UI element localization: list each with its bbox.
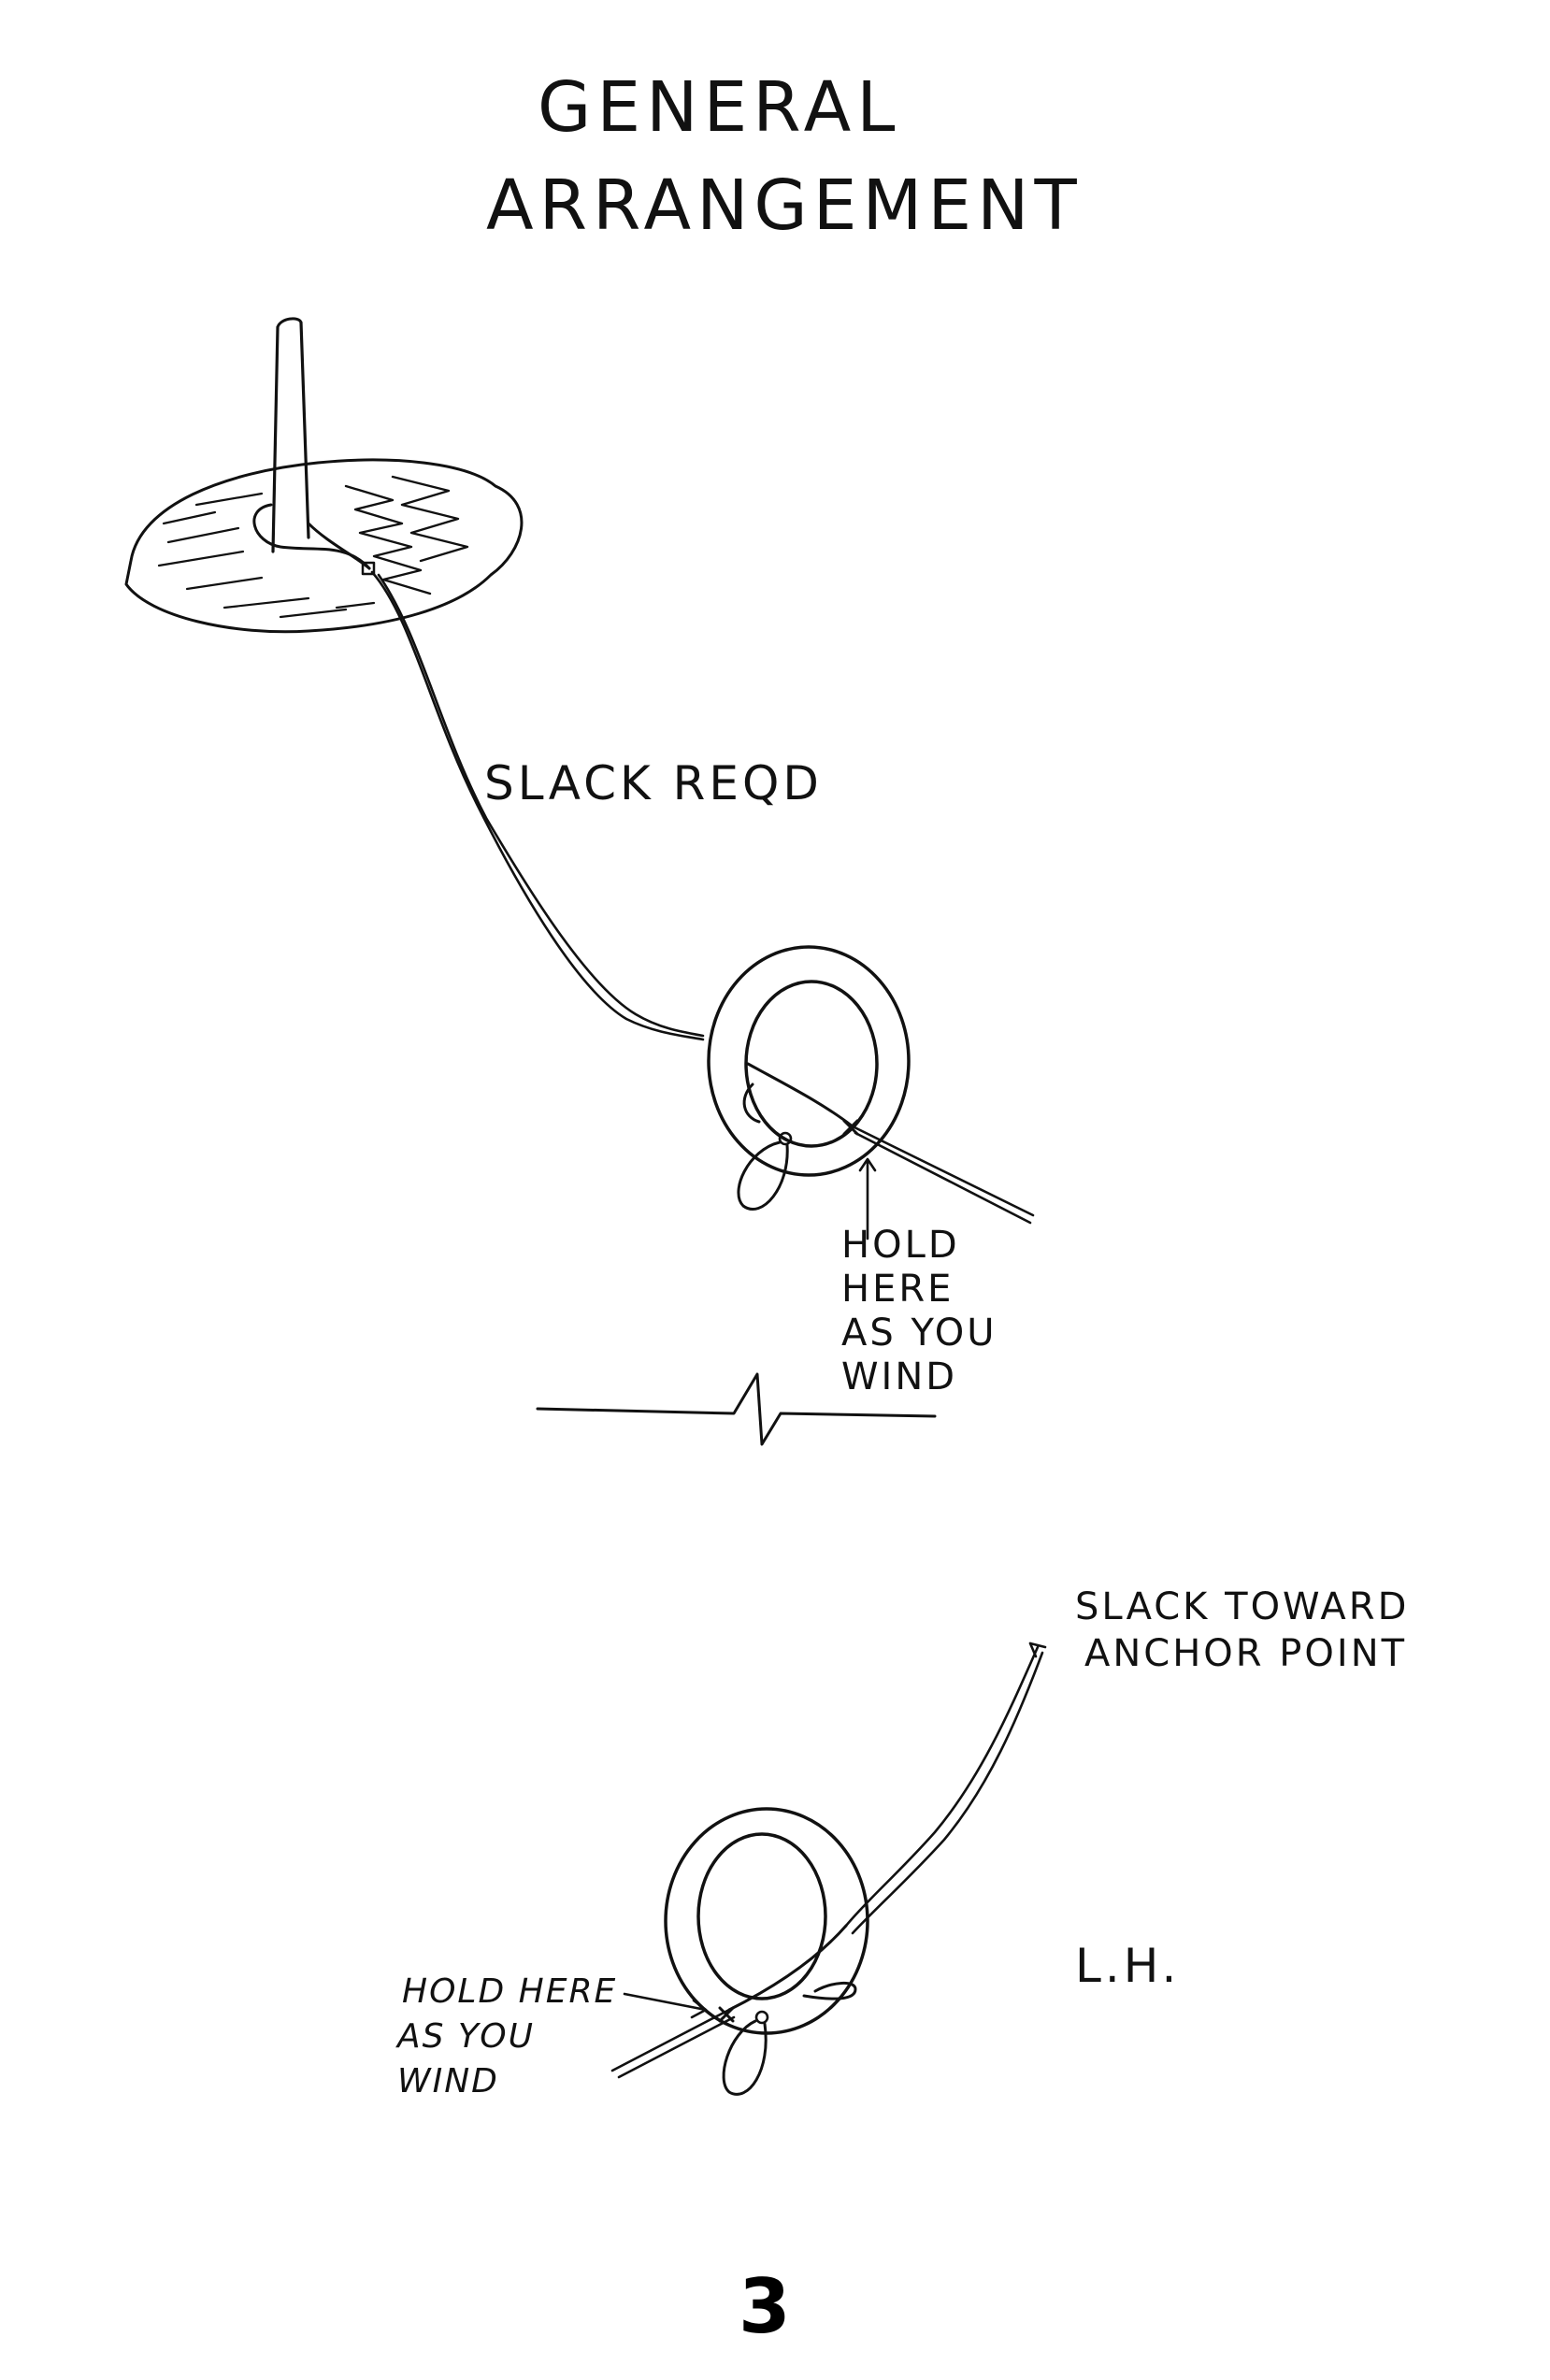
- bottom-ring-clip: [802, 1982, 857, 2000]
- section-break-mark: [536, 1372, 937, 1446]
- tail-line-strand-2: [854, 1131, 1032, 1225]
- bottom-hold-point-x-mark: [718, 2006, 735, 2023]
- hold-arrow: [858, 1157, 877, 1240]
- bottom-hold-label-line-3: WIND: [397, 2062, 499, 2100]
- bottom-ring-inner: [696, 1832, 827, 2000]
- bottom-hanging-loop: [722, 2019, 768, 2096]
- bottom-tail-strand-1: [610, 2008, 731, 2072]
- bottom-slack-label-line-2: ANCHOR POINT: [1084, 1632, 1407, 1675]
- tail-line-strand-1: [851, 1125, 1035, 1217]
- ground-patch: [124, 458, 524, 634]
- page-number: 3: [739, 2263, 791, 2350]
- ground-hatching: [157, 492, 376, 619]
- top-hold-label-line-2: HERE: [841, 1268, 954, 1311]
- bottom-hold-arrow: [623, 1992, 708, 2019]
- bottom-winding-ring: [610, 1807, 869, 2096]
- bottom-hold-label-line-1: HOLD HERE: [402, 1972, 617, 2011]
- slack-reqd-label: SLACK REQD: [484, 756, 823, 810]
- tie-knot: [361, 561, 376, 576]
- ring-bottom-curl: [742, 1082, 761, 1124]
- bottom-slack-strand-2: [851, 1651, 1044, 1935]
- ring-crossing-line: [746, 1062, 854, 1128]
- stake-wrap-loop: [252, 503, 371, 570]
- stake-left-edge: [271, 325, 280, 553]
- stake-wrap-line: [307, 522, 371, 570]
- ground-zigzag-1: [344, 484, 432, 595]
- stake-top: [276, 317, 303, 329]
- top-hold-label-line-1: HOLD: [841, 1224, 960, 1267]
- hook-eye: [778, 1131, 793, 1146]
- top-winding-ring: [707, 945, 1035, 1240]
- hold-point-x-mark: [842, 1119, 859, 1136]
- left-hand-label: L.H.: [1075, 1939, 1180, 1993]
- bottom-ring-crossing-line: [727, 1924, 848, 2012]
- title-line-1: GENERAL: [538, 67, 900, 148]
- ring-outer: [707, 945, 911, 1177]
- bottom-hook-eye: [754, 2010, 769, 2025]
- slack-line-strand-1: [370, 570, 705, 1041]
- bottom-slack-strand-1: [844, 1645, 1040, 1928]
- anchor-stake-illustration: [124, 317, 524, 634]
- title-line-2: ARRANGEMENT: [486, 165, 1083, 246]
- ground-zigzag-2: [391, 475, 469, 563]
- bottom-tail-strand-2: [617, 2015, 736, 2079]
- bottom-slack-label-line-1: SLACK TOWARD: [1075, 1585, 1409, 1628]
- hanging-loop: [737, 1140, 789, 1211]
- stake-right-edge: [299, 321, 310, 539]
- slack-line-strand-2: [377, 573, 705, 1038]
- ring-inner: [744, 980, 879, 1148]
- top-hold-label-line-4: WIND: [841, 1355, 957, 1398]
- top-hold-label-line-3: AS YOU: [841, 1312, 997, 1355]
- bottom-hold-label-line-2: AS YOU: [395, 2017, 535, 2056]
